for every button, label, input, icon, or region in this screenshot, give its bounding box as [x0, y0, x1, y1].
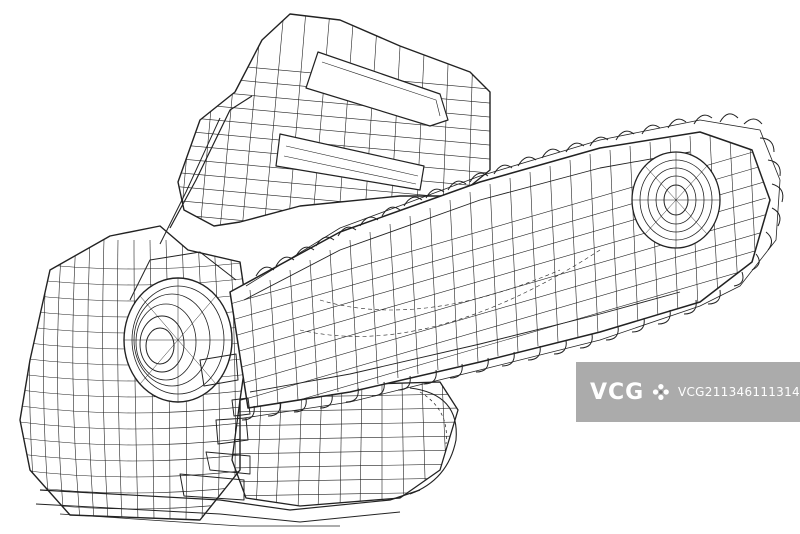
housing-body: [19, 225, 421, 527]
watermark-brand: VCG: [590, 379, 645, 405]
bar-clamp: [199, 353, 251, 445]
vcg-flower-icon: [653, 384, 670, 400]
watermark-image-id: VCG211346111314: [677, 385, 800, 399]
drive-sprocket-cover: [123, 251, 237, 403]
nose-sprocket: [631, 151, 721, 249]
watermark-banner: VCG VCG211346111314: [576, 362, 800, 422]
saw-chain: [241, 113, 784, 421]
